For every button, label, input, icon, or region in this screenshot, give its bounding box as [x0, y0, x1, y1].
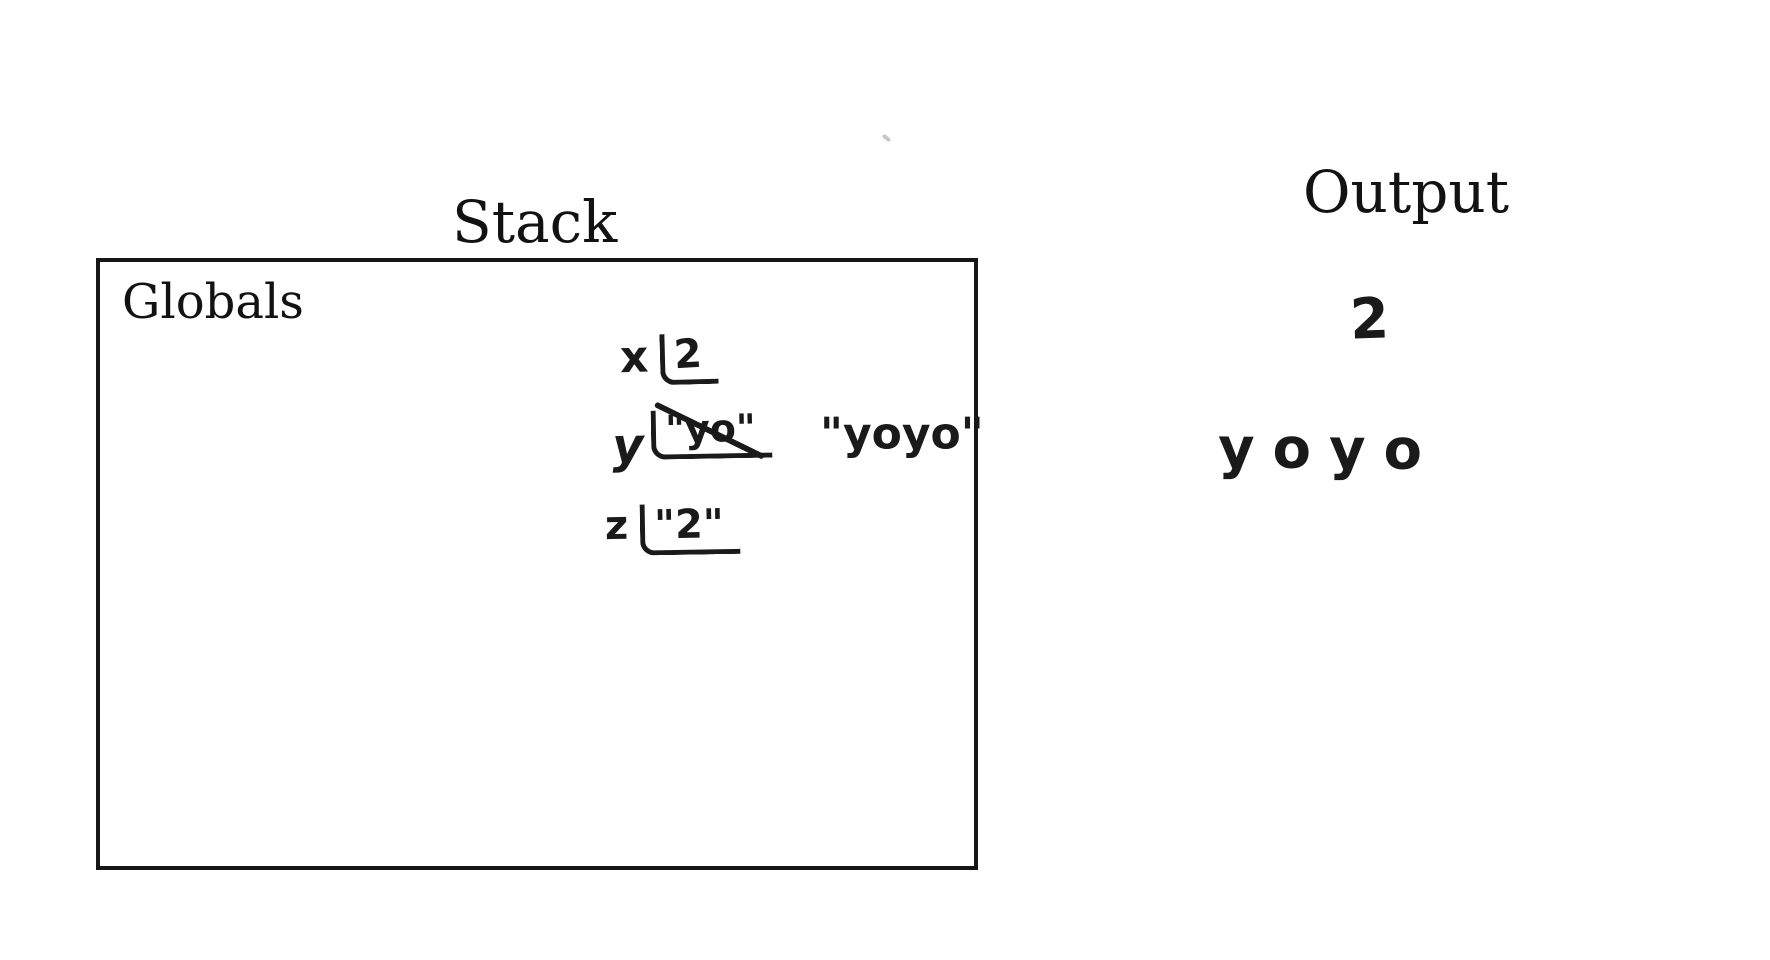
output-title: Output — [1303, 158, 1510, 226]
variable-row-z: z "2" — [604, 501, 741, 556]
variable-value-z: "2" — [653, 501, 725, 549]
output-line-2: yoyo — [1217, 416, 1441, 483]
value-bracket-x: 2 — [659, 330, 719, 386]
stack-frame-box: Globals x 2 y "yo" "yoyo" z "2" — [96, 258, 984, 870]
value-bracket-y: "yo" — [650, 405, 773, 460]
variable-value-y: "yoyo" — [820, 408, 984, 460]
frame-label-globals: Globals — [122, 274, 304, 330]
variable-name-z: z — [604, 502, 629, 550]
variable-row-y: y "yo" "yoyo" — [612, 405, 984, 474]
stack-title: Stack — [452, 188, 618, 256]
variable-row-x: x 2 — [619, 330, 719, 387]
value-bracket-z: "2" — [639, 501, 741, 556]
variable-old-value-y-crossed-out: "yo" — [664, 405, 757, 452]
variable-name-x: x — [619, 331, 649, 384]
variable-name-y: y — [611, 417, 644, 475]
scan-artifact — [881, 133, 892, 143]
output-line-1: 2 — [1348, 286, 1391, 353]
variable-value-x: 2 — [672, 330, 704, 379]
